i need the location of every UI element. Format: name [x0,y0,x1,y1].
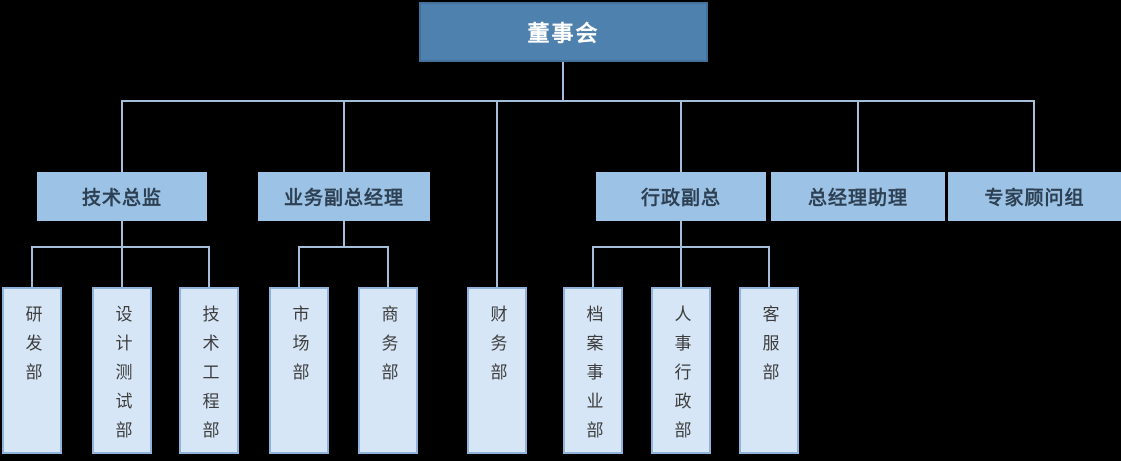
node-customer-service-dept: 客服部 [739,287,799,454]
connector-drop-commerce-dept [387,246,389,287]
node-hr-admin-dept: 人事行政部 [651,287,711,454]
node-design-test-dept-label: 设计测试部 [112,305,132,450]
connector-drop-archives-dept [592,246,594,287]
node-tech-eng-dept: 技术工程部 [179,287,239,454]
node-tech-director: 技术总监 [37,172,207,221]
connector-drop-business-vp [343,100,345,172]
connector-tech-horizontal [31,246,210,248]
node-archives-dept: 档案事业部 [563,287,623,454]
node-customer-service-dept-label: 客服部 [759,305,779,392]
connector-main-horizontal [121,100,1035,102]
node-rd-dept: 研发部 [2,287,62,454]
node-board-of-directors: 董事会 [419,2,708,62]
connector-business-horizontal [298,246,389,248]
node-archives-dept-label: 档案事业部 [583,305,603,450]
node-expert-group: 专家顾问组 [948,172,1121,221]
connector-business-vertical [343,221,345,246]
connector-drop-rd-dept [31,246,33,287]
node-finance-dept-label: 财务部 [487,305,507,392]
connector-root-vertical [562,62,564,100]
connector-drop-customer-service-dept [768,246,770,287]
node-business-vp-label: 业务副总经理 [283,188,404,209]
node-hr-admin-dept-label: 人事行政部 [671,305,691,450]
connector-drop-marketing-dept [298,246,300,287]
connector-drop-expert-group [1033,100,1035,172]
connector-drop-hr-admin-dept [680,246,682,287]
node-marketing-dept-label: 市场部 [289,305,309,392]
connector-drop-admin-vp [680,100,682,172]
node-gm-assistant-label: 总经理助理 [807,188,908,209]
node-marketing-dept: 市场部 [269,287,329,454]
node-admin-vp: 行政副总 [596,172,766,221]
node-rd-dept-label: 研发部 [22,305,42,392]
node-tech-director-label: 技术总监 [81,188,162,209]
node-expert-group-label: 专家顾问组 [984,188,1085,209]
node-business-vp: 业务副总经理 [258,172,430,221]
connector-drop-tech-eng-dept [208,246,210,287]
connector-drop-finance-dept [496,100,498,287]
connector-drop-tech-director [121,100,123,172]
node-design-test-dept: 设计测试部 [92,287,152,454]
connector-drop-gm-assistant [857,100,859,172]
connector-admin-vertical [680,221,682,246]
node-admin-vp-label: 行政副总 [640,188,721,209]
connector-drop-design-test-dept [121,246,123,287]
node-board-of-directors-label: 董事会 [527,21,600,46]
node-commerce-dept: 商务部 [358,287,418,454]
node-finance-dept: 财务部 [467,287,527,454]
node-tech-eng-dept-label: 技术工程部 [199,305,219,450]
node-gm-assistant: 总经理助理 [771,172,945,221]
connector-tech-vertical [121,221,123,246]
node-commerce-dept-label: 商务部 [378,305,398,392]
